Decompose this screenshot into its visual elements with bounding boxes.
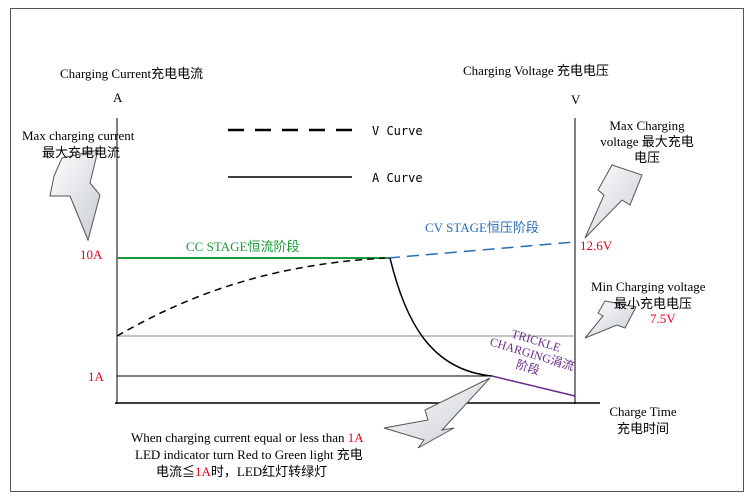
max-voltage-label-1: Max Charging [609,118,685,133]
y-left-unit: A [113,90,123,105]
y-left-title: Charging Current充电电流 [60,66,204,81]
voltage-max-label: 12.6V [580,238,613,253]
led-note-line-3-value: 1A [195,464,211,479]
x-axis-title-1: Charge Time [609,404,677,419]
v-curve-rise [116,257,386,337]
callout-arrow-icon [383,377,491,449]
callout-arrow-icon [584,164,643,239]
led-note-line-1-text: When charging current equal or less than [131,430,348,445]
voltage-min-label: 7.5V [650,311,676,326]
legend-a-curve-label: A Curve [372,171,423,185]
max-voltage-label-2: voltage 最大充电 [600,134,694,149]
current-10a-label: 10A [80,247,103,262]
callout-arrow-icon [49,149,101,242]
max-voltage-label-3: 电压 [633,150,660,165]
max-current-label-1: Max charging current [22,128,135,143]
a-curve-drop [389,257,493,377]
led-note-line-3-suffix: 时，LED红灯转绿灯 [210,464,328,479]
led-note-line-1-value: 1A [347,430,364,445]
callout-arrow-icon [584,300,637,339]
current-1a-label: 1A [88,369,104,384]
trickle-line [491,375,576,397]
cv-stage-label: CV STAGE恒压阶段 [425,220,539,235]
min-voltage-label-2: 最小充电电压 [614,296,693,311]
diagram-frame [10,8,744,492]
led-note-line-3-prefix: 电流≦ [156,464,196,479]
cv-stage-line [387,241,576,259]
led-note-line-3: 电流≦1A时，LED红灯转绿灯 [156,464,327,479]
cc-stage-label: CC STAGE恒流阶段 [186,239,300,254]
max-current-label-2: 最大充电电流 [42,145,121,160]
min-voltage-label-1: Min Charging voltage [591,279,706,294]
y-right-title: Charging Voltage 充电电压 [463,63,609,78]
legend-v-curve-label: V Curve [372,124,423,138]
x-axis-title-2: 充电时间 [616,421,669,436]
led-note-line-2: LED indicator turn Red to Green light 充电 [135,447,363,462]
y-right-unit: V [571,92,581,107]
led-note-line-1: When charging current equal or less than… [131,430,364,445]
